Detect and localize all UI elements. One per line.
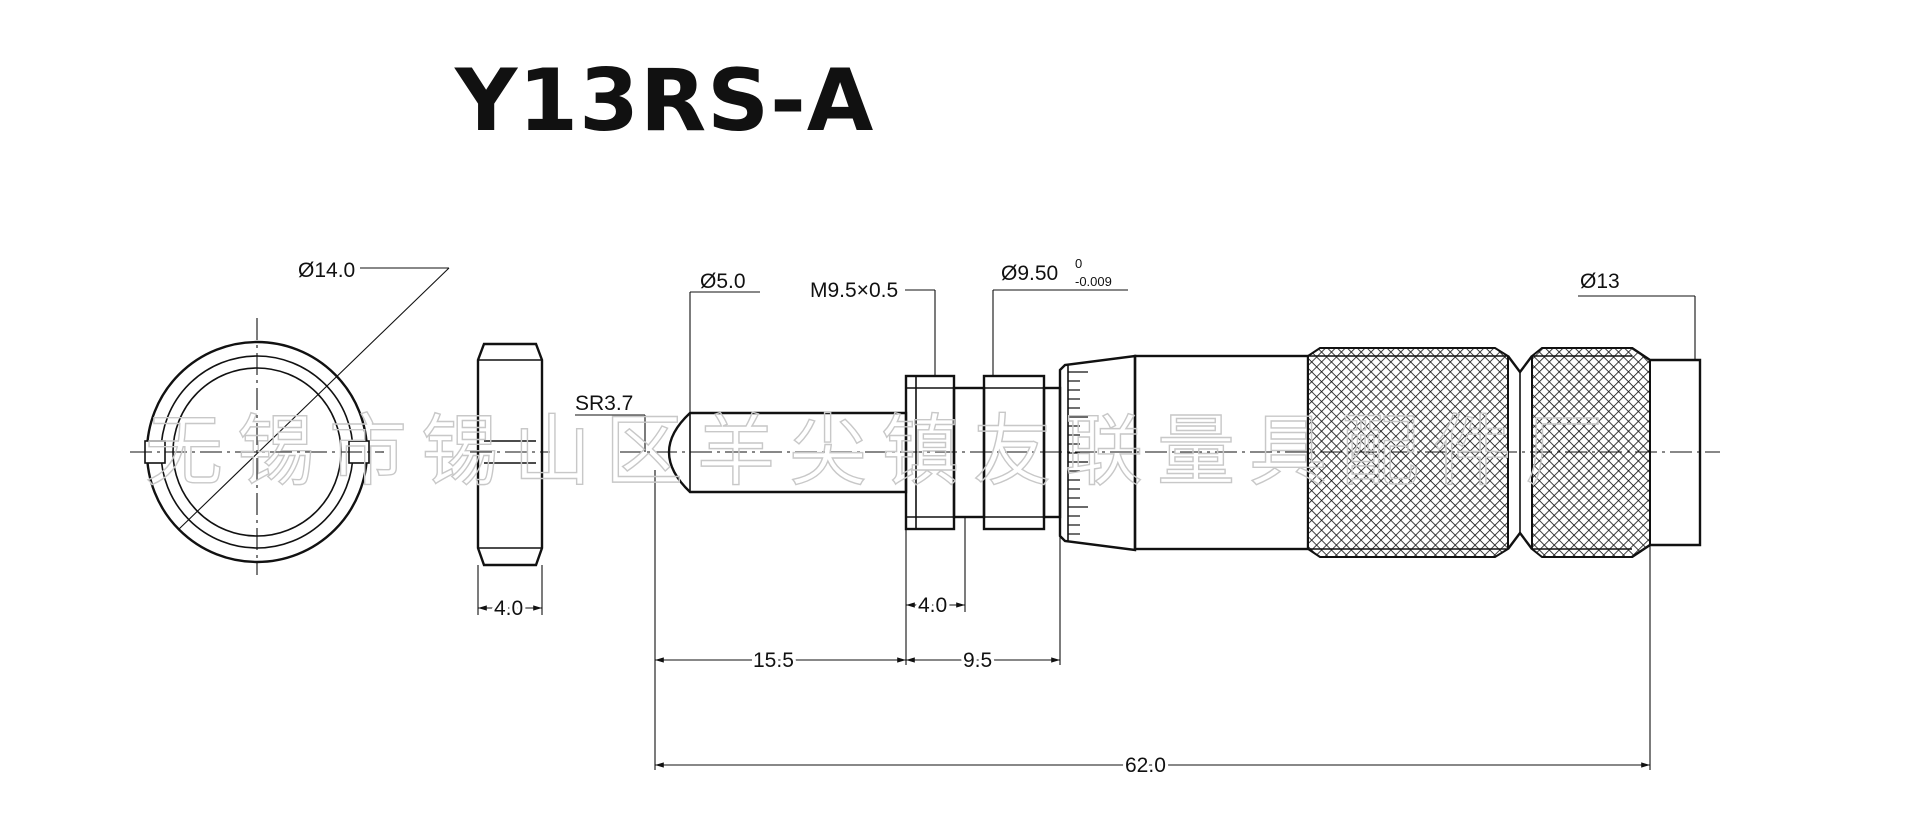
ring-nut-side-view	[470, 342, 550, 615]
thread-length-label: 4.0	[918, 594, 947, 617]
micrometer-head-side-view	[620, 347, 1720, 558]
thread-label: M9.5×0.5	[810, 279, 898, 302]
sphere-radius-label: SR3.7	[575, 392, 633, 415]
spindle-diameter-label: Ø5.0	[700, 270, 746, 293]
watermark-text: 无锡市锡山区羊尖镇友联量具配件厂	[145, 407, 1617, 497]
spindle-length-label: 15.5	[753, 649, 794, 672]
sleeve-length-label: 9.5	[963, 649, 992, 672]
sleeve-tol-upper: 0	[1075, 256, 1082, 271]
total-length-label: 62.0	[1125, 754, 1166, 777]
dimension-lines	[575, 289, 1696, 770]
nut-diameter-label: Ø14.0	[298, 259, 355, 282]
nut-width-label: 4.0	[494, 597, 523, 620]
drawing-title: Y13RS-A	[455, 51, 875, 151]
ring-nut-front-view	[130, 267, 450, 575]
sleeve-tol-lower: -0.009	[1075, 274, 1112, 289]
sleeve-diameter-label: Ø9.50	[1001, 262, 1058, 285]
thimble-diameter-label: Ø13	[1580, 270, 1620, 293]
